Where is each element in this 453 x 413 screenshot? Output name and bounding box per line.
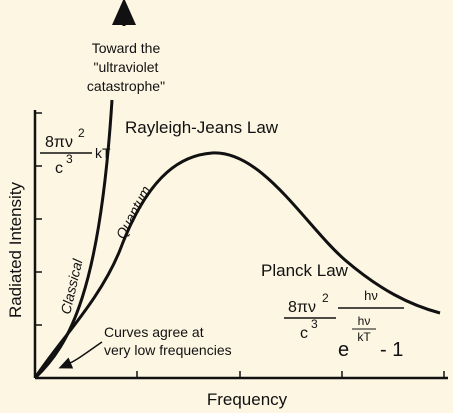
uv-label-line2: "ultraviolet — [94, 59, 159, 75]
planck-h-nu: hν — [364, 288, 378, 303]
uv-label-line1: Toward the — [92, 40, 161, 56]
uv-label-line3: catastrophe" — [87, 78, 165, 94]
quantum-curve-label: Quantum — [113, 183, 154, 242]
rj-denominator-exponent: 3 — [66, 152, 73, 166]
rj-numerator-exponent: 2 — [78, 126, 85, 140]
planck-formula: 8πν 2 c 3 hν hν kT e - 1 — [284, 288, 404, 361]
rayleigh-jeans-formula: 8πν 2 c 3 kT — [40, 126, 111, 177]
agree-label-line1: Curves agree at — [104, 324, 204, 340]
planck-exp-numerator: hν — [358, 314, 371, 328]
y-axis-label: Radiated Intensity — [6, 181, 25, 318]
rj-numerator-base: 8πν — [45, 134, 73, 151]
planck-denominator-base: c — [300, 325, 308, 342]
planck-exp-base: e — [338, 339, 349, 361]
quantum-curve — [33, 151, 441, 379]
rj-kt: kT — [95, 145, 111, 161]
planck-denominator-exponent: 3 — [311, 317, 318, 331]
x-axis-label: Frequency — [207, 390, 288, 409]
rj-denominator-base: c — [55, 160, 63, 177]
planck-minus-one: - 1 — [380, 339, 403, 361]
classical-curve-label: Classical — [57, 257, 85, 316]
planck-numerator-exponent: 2 — [322, 291, 329, 305]
classical-curve — [33, 99, 114, 380]
planck-exp-denominator: kT — [357, 330, 371, 344]
agree-label-line2: very low frequencies — [104, 342, 232, 358]
rayleigh-jeans-title: Rayleigh-Jeans Law — [125, 118, 279, 137]
planck-title: Planck Law — [261, 261, 349, 280]
agree-pointer — [58, 341, 103, 369]
planck-numerator-base: 8πν — [288, 299, 316, 316]
